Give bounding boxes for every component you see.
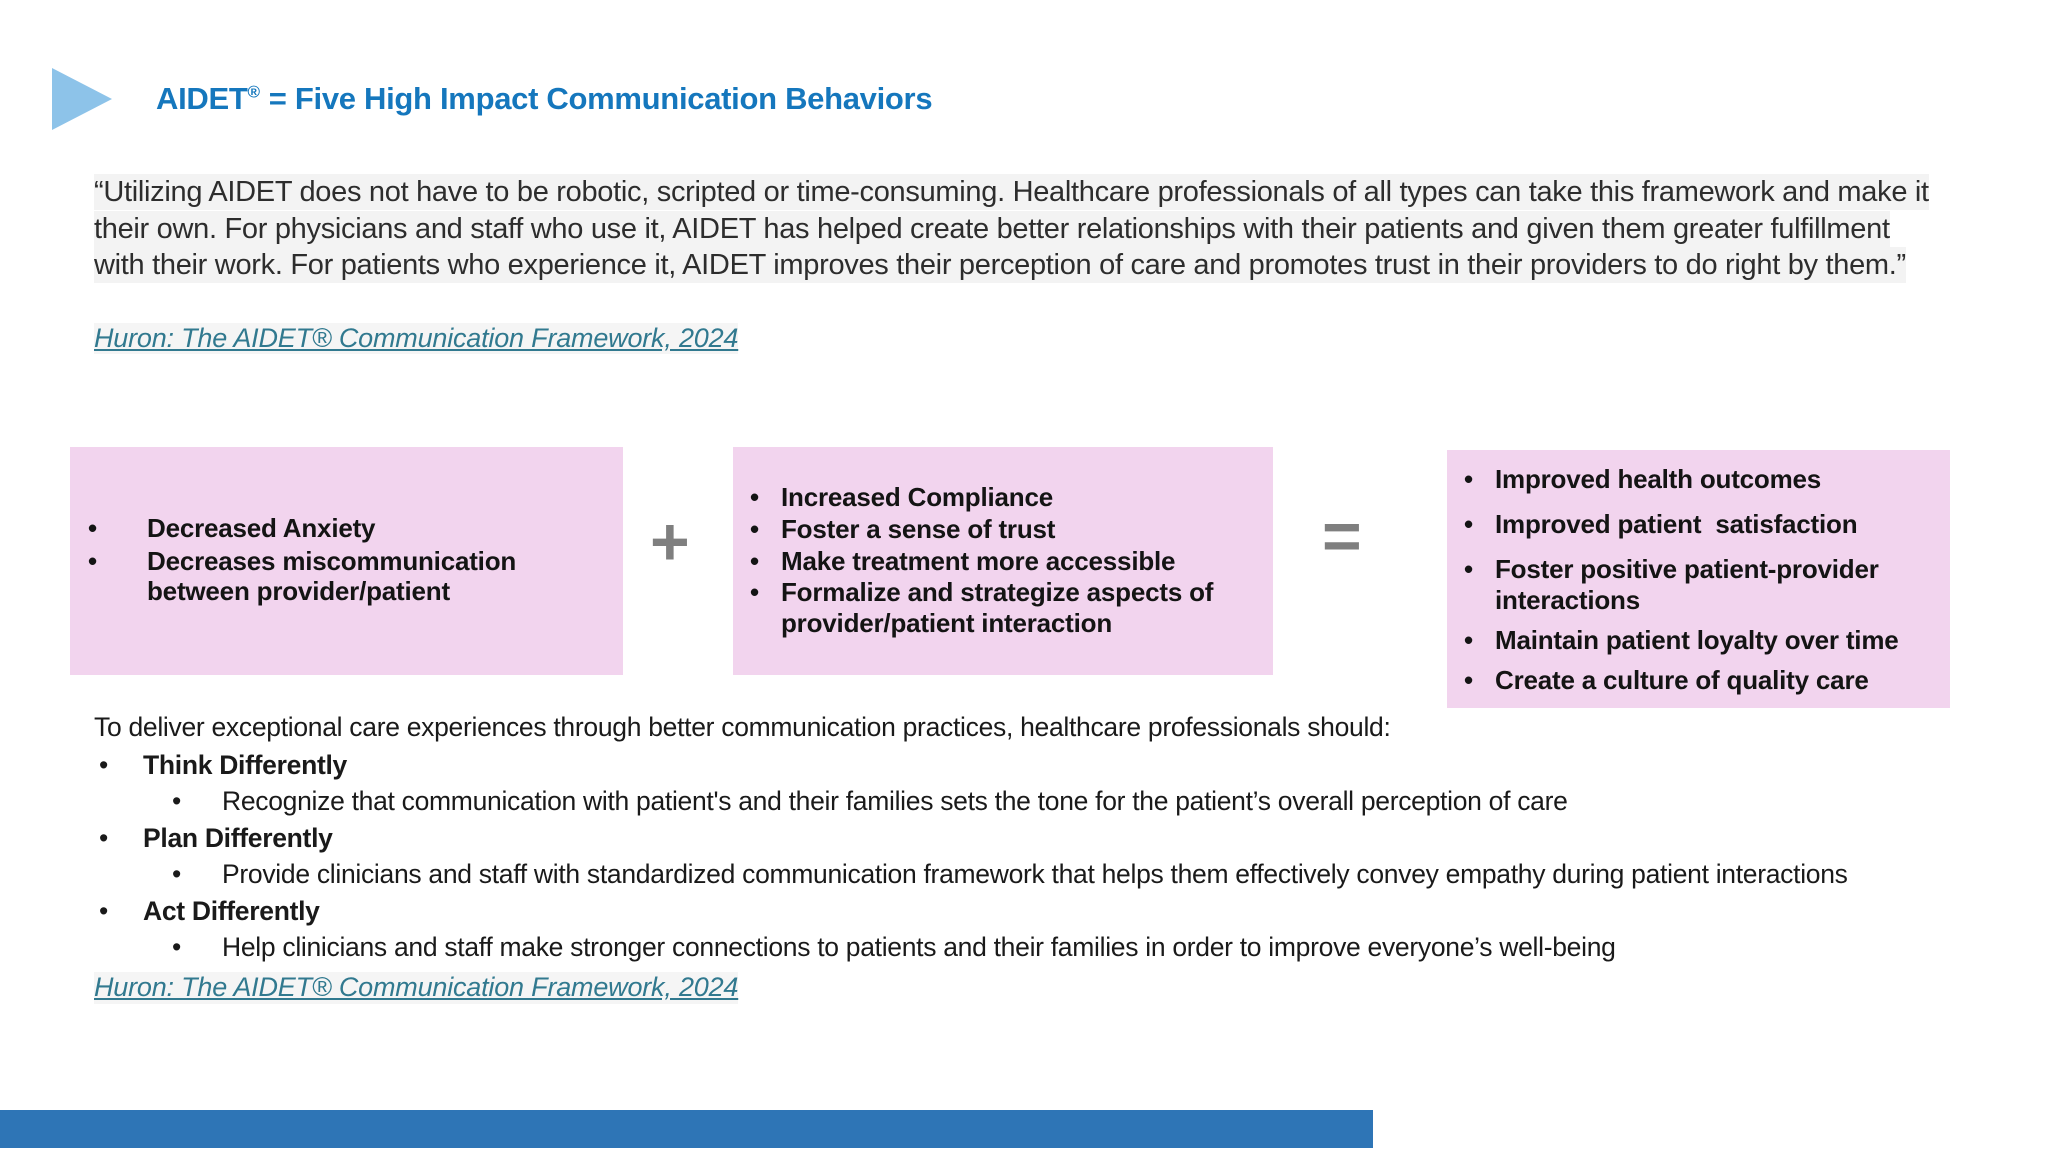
- plus-operator: +: [650, 504, 690, 580]
- arrow-icon: [52, 68, 112, 130]
- summary-point-title: Think Differently: [94, 750, 1979, 781]
- list-item: Decreased Anxiety: [70, 513, 607, 544]
- quote-text: “Utilizing AIDET does not have to be rob…: [94, 174, 1929, 284]
- benefit-list-process: Increased Compliance Foster a sense of t…: [733, 482, 1273, 641]
- benefit-box-outcomes: Improved health outcomes Improved patien…: [1447, 450, 1950, 708]
- page-title: AIDET® = Five High Impact Communication B…: [156, 81, 933, 117]
- summary-intro: To deliver exceptional care experiences …: [94, 712, 1391, 742]
- slide-header: AIDET® = Five High Impact Communication B…: [52, 64, 933, 134]
- list-item: Improved health outcomes: [1447, 464, 1950, 495]
- equals-operator: =: [1322, 498, 1362, 574]
- summary-citation-link[interactable]: Huron: The AIDET® Communication Framewor…: [94, 972, 739, 1004]
- registered-mark: ®: [247, 82, 261, 102]
- footer-accent-bar: [0, 1110, 1373, 1148]
- list-item: Maintain patient loyalty over time: [1447, 625, 1950, 656]
- quote-citation-link[interactable]: Huron: The AIDET® Communication Framewor…: [94, 323, 739, 354]
- summary-section: To deliver exceptional care experiences …: [94, 712, 1979, 1004]
- summary-point-detail: Help clinicians and staff make stronger …: [94, 932, 1942, 963]
- benefit-list-outcomes: Improved health outcomes Improved patien…: [1447, 464, 1950, 696]
- list-item: Improved patient satisfaction: [1447, 509, 1950, 540]
- benefit-list-provider: Decreased Anxiety Decreases miscommunica…: [70, 513, 623, 610]
- list-item: Foster positive patient-provider interac…: [1447, 554, 1950, 616]
- page-title-product: AIDET: [156, 81, 248, 116]
- summary-point-title: Act Differently: [94, 896, 1979, 927]
- page-title-rest: = Five High Impact Communication Behavio…: [268, 81, 933, 116]
- list-item: Increased Compliance: [733, 482, 1273, 513]
- list-item: Foster a sense of trust: [733, 514, 1273, 545]
- benefit-box-process: Increased Compliance Foster a sense of t…: [733, 447, 1273, 675]
- benefit-box-provider: Decreased Anxiety Decreases miscommunica…: [70, 447, 623, 675]
- list-item: Make treatment more accessible: [733, 546, 1273, 577]
- list-item: Formalize and strategize aspects of prov…: [733, 577, 1273, 639]
- summary-point-detail: Recognize that communication with patien…: [94, 786, 1942, 817]
- summary-point-detail: Provide clinicians and staff with standa…: [94, 859, 1942, 890]
- list-item: Decreases miscommunication between provi…: [70, 546, 607, 608]
- quote-paragraph: “Utilizing AIDET does not have to be rob…: [94, 174, 1939, 284]
- summary-point-title: Plan Differently: [94, 823, 1979, 854]
- list-item: Create a culture of quality care: [1447, 665, 1950, 696]
